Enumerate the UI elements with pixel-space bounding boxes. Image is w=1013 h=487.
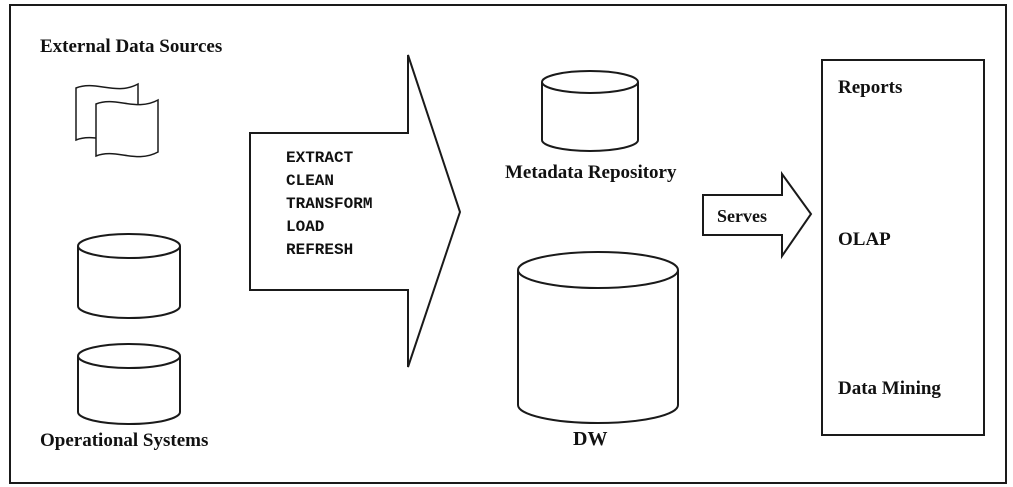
operational-database-icon-top: [77, 233, 181, 319]
external-documents-icon: [75, 82, 159, 158]
operational-systems-label: Operational Systems: [40, 430, 208, 451]
reports-label: Reports: [838, 77, 902, 98]
serves-arrow: [702, 170, 813, 260]
etl-steps: EXTRACT CLEAN TRANSFORM LOAD REFRESH: [286, 149, 372, 259]
etl-step-refresh: REFRESH: [286, 241, 353, 259]
etl-step-load: LOAD: [286, 218, 324, 236]
etl-step-transform: TRANSFORM: [286, 195, 372, 213]
data-mining-label: Data Mining: [838, 378, 941, 399]
metadata-repository-label: Metadata Repository: [505, 162, 677, 183]
outputs-box: [821, 59, 985, 436]
data-warehouse-icon: [517, 251, 679, 424]
data-warehouse-label: DW: [573, 428, 607, 450]
olap-label: OLAP: [838, 229, 891, 250]
operational-database-icon-bottom: [77, 343, 181, 425]
external-data-sources-label: External Data Sources: [40, 36, 222, 57]
metadata-repository-icon: [541, 70, 639, 152]
etl-step-extract: EXTRACT: [286, 149, 354, 167]
etl-arrow: [249, 54, 462, 368]
serves-label: Serves: [717, 206, 767, 226]
etl-step-clean: CLEAN: [286, 172, 334, 190]
